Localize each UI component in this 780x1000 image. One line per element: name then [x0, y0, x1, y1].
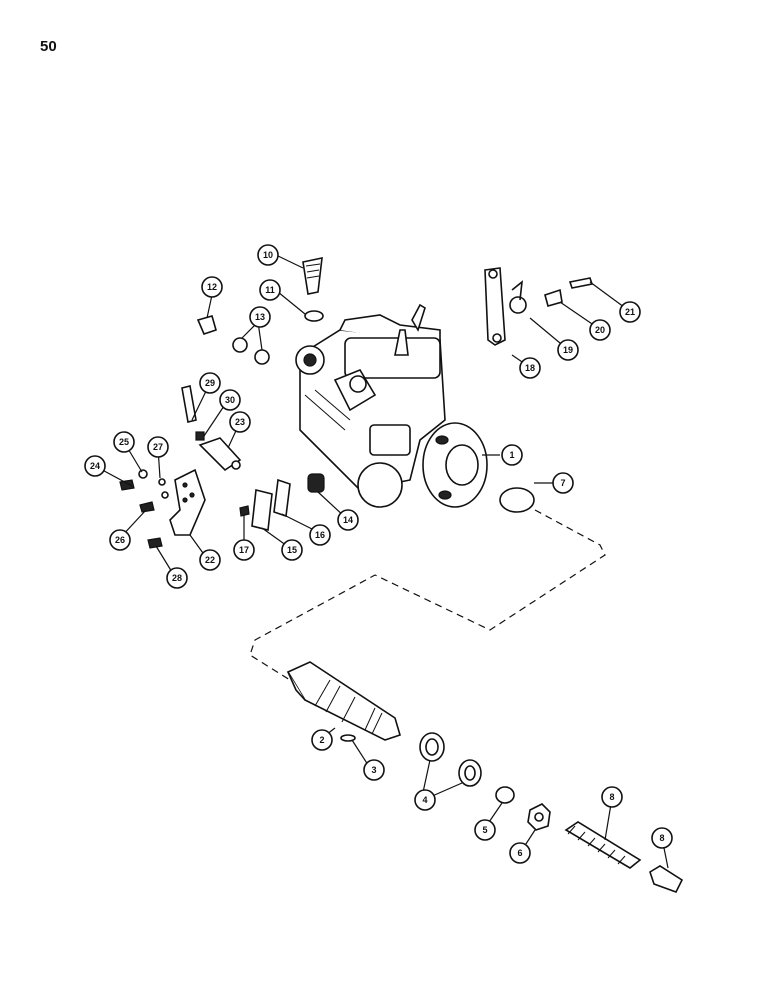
callout-15: 15 [281, 539, 303, 561]
part-27-washer [158, 478, 166, 486]
part-25-washer [138, 469, 148, 479]
svg-text:14: 14 [343, 515, 353, 525]
assembly-path [249, 509, 606, 681]
part-16-gasket [273, 478, 291, 518]
svg-text:3: 3 [371, 765, 376, 775]
callout-3: 3 [363, 759, 385, 781]
callout-8a: 8 [601, 786, 623, 808]
callout-25: 25 [113, 431, 135, 453]
svg-text:25: 25 [119, 437, 129, 447]
svg-text:13: 13 [255, 312, 265, 322]
svg-text:28: 28 [172, 573, 182, 583]
part-9-spring [564, 821, 642, 869]
svg-text:22: 22 [205, 555, 215, 565]
callout-1: 1 [501, 444, 523, 466]
svg-text:5: 5 [482, 825, 487, 835]
svg-text:4: 4 [422, 795, 427, 805]
part-20-bushing [544, 288, 563, 307]
svg-text:15: 15 [287, 545, 297, 555]
callout-26: 26 [109, 529, 131, 551]
svg-text:23: 23 [235, 417, 245, 427]
callout-12: 12 [201, 276, 223, 298]
callout-16: 16 [309, 524, 331, 546]
svg-text:17: 17 [239, 545, 249, 555]
part-19-spring [509, 280, 527, 314]
part-23-bracket [198, 437, 242, 472]
callout-21: 21 [619, 301, 641, 323]
svg-text:27: 27 [153, 442, 163, 452]
svg-text:12: 12 [207, 282, 217, 292]
callout-17: 17 [233, 539, 255, 561]
svg-text:16: 16 [315, 530, 325, 540]
callout-11: 11 [259, 279, 281, 301]
part-5-snap-ring [495, 786, 515, 804]
svg-text:6: 6 [517, 848, 522, 858]
part-22-plate [169, 468, 206, 536]
part-13-washer-b [254, 349, 270, 365]
part-29-bolt [181, 385, 197, 423]
part-13-washer-a [232, 337, 248, 353]
svg-text:30: 30 [225, 395, 235, 405]
callout-20: 20 [589, 319, 611, 341]
part-18-lever [484, 267, 506, 346]
callout-27: 27 [147, 436, 169, 458]
part-17-screw [239, 505, 250, 517]
part-21-screw [568, 277, 594, 289]
svg-text:21: 21 [625, 307, 635, 317]
svg-text:7: 7 [560, 478, 565, 488]
svg-text:8: 8 [659, 833, 664, 843]
svg-text:24: 24 [90, 461, 100, 471]
callout-2: 2 [311, 729, 333, 751]
callout-4: 4 [414, 789, 436, 811]
callout-14: 14 [337, 509, 359, 531]
part-28-screw [147, 537, 163, 549]
callout-18: 18 [519, 357, 541, 379]
svg-text:26: 26 [115, 535, 125, 545]
svg-text:20: 20 [595, 325, 605, 335]
callout-29: 29 [199, 372, 221, 394]
callout-8b: 8 [651, 827, 673, 849]
callout-7: 7 [552, 472, 574, 494]
part-8-pin [649, 865, 684, 893]
part-15-plate [251, 489, 273, 531]
part-10-cap [302, 256, 323, 295]
callout-28: 28 [166, 567, 188, 589]
svg-text:10: 10 [263, 250, 273, 260]
callout-23: 23 [229, 411, 251, 433]
callout-13: 13 [249, 306, 271, 328]
part-30-nut [195, 431, 205, 441]
callout-22: 22 [199, 549, 221, 571]
callout-24: 24 [84, 455, 106, 477]
callout-10: 10 [257, 244, 279, 266]
callout-5: 5 [474, 819, 496, 841]
part-24-screw [119, 479, 135, 491]
page-number: 50 [40, 38, 57, 55]
svg-text:2: 2 [319, 735, 324, 745]
part-26-screw [139, 501, 155, 513]
svg-text:18: 18 [525, 363, 535, 373]
callout-6: 6 [509, 842, 531, 864]
part-7-o-ring [499, 487, 535, 513]
svg-text:11: 11 [265, 285, 275, 295]
svg-text:8: 8 [609, 792, 614, 802]
part-11-o-ring [304, 310, 324, 322]
injection-pump-body [295, 303, 488, 508]
part-2-drive-shaft [286, 661, 401, 741]
callout-19: 19 [557, 339, 579, 361]
part-3-key [340, 734, 356, 742]
callout-30: 30 [219, 389, 241, 411]
part-14-cap [307, 473, 325, 493]
part-12-bolt [196, 315, 217, 335]
svg-text:19: 19 [563, 345, 573, 355]
svg-text:1: 1 [509, 450, 514, 460]
svg-text:29: 29 [205, 378, 215, 388]
